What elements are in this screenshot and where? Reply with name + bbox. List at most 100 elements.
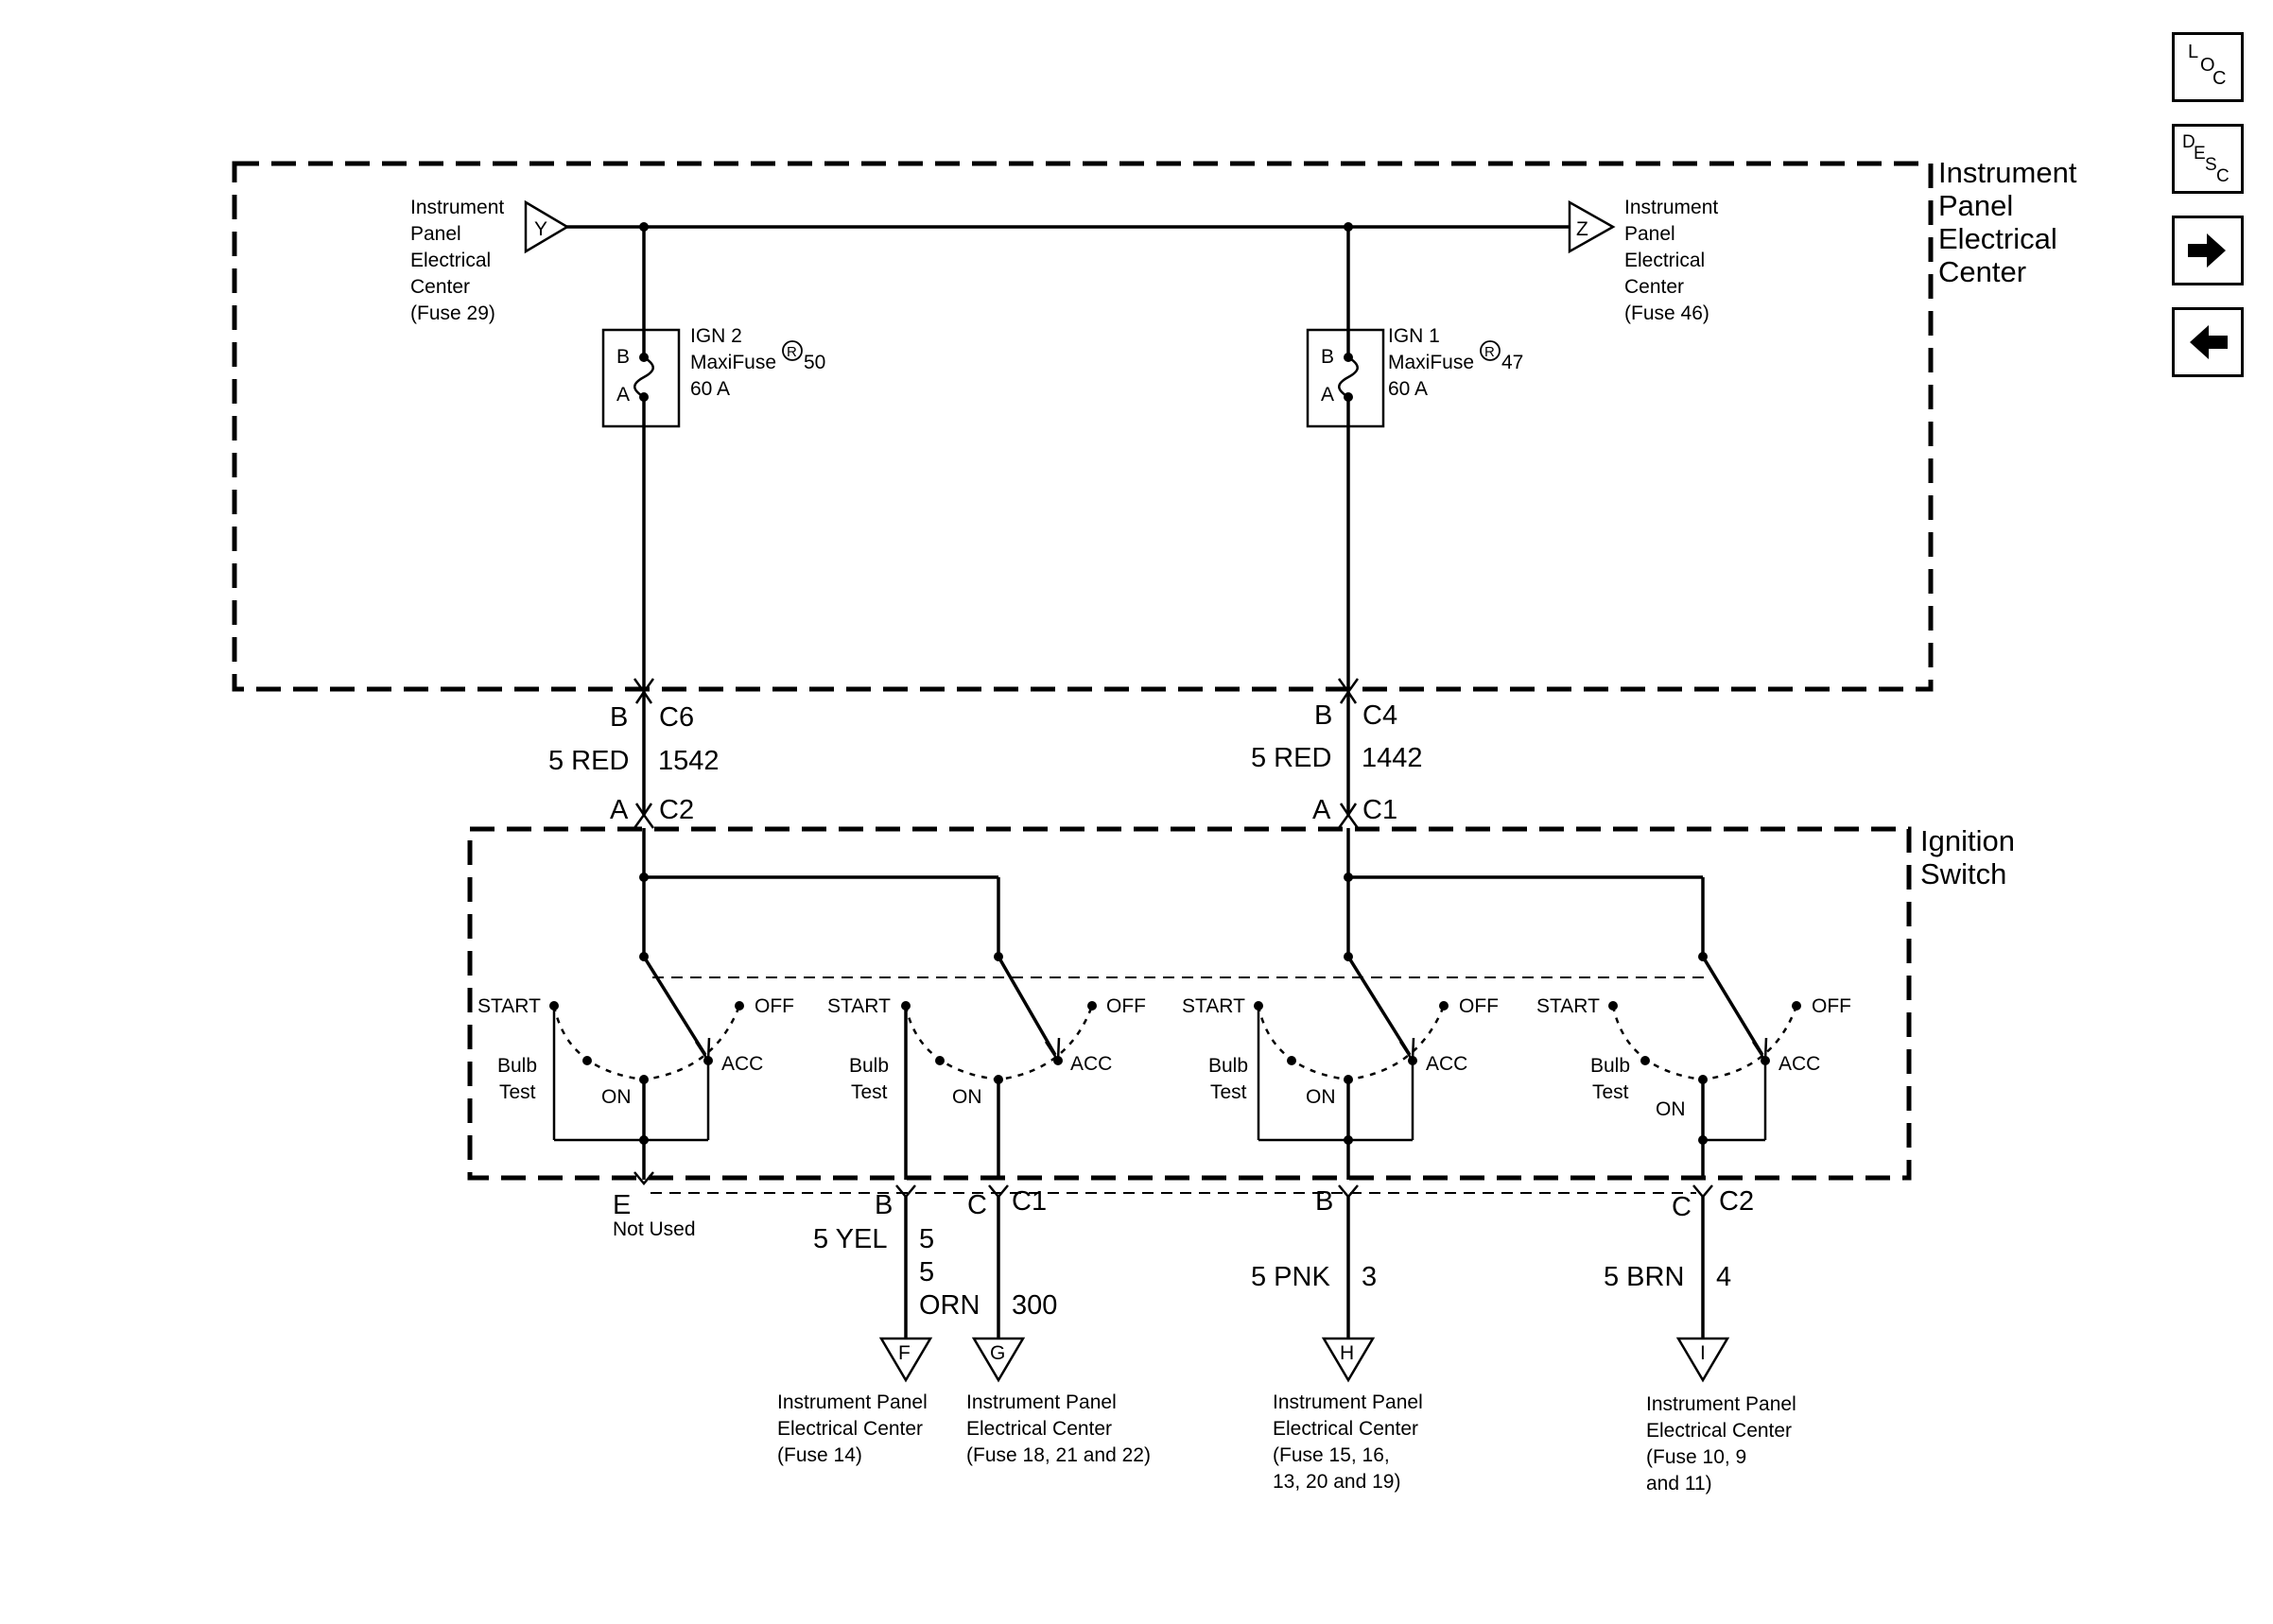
- svg-text:ACC: ACC: [1426, 1053, 1467, 1075]
- svg-text:60 A: 60 A: [690, 378, 730, 400]
- wire-color-label: ORN: [919, 1290, 980, 1321]
- svg-text:Bulb: Bulb: [849, 1055, 889, 1077]
- destination-f-marker: F: [878, 1337, 933, 1383]
- circuit-number: 4: [1716, 1262, 1731, 1292]
- splice-dot: [639, 872, 649, 882]
- svg-text:60 A: 60 A: [1388, 378, 1428, 400]
- svg-text:Instrument Panel: Instrument Panel: [1273, 1391, 1423, 1413]
- destination-g-marker: G: [971, 1337, 1026, 1383]
- svg-text:ACC: ACC: [1778, 1053, 1820, 1075]
- svg-text:50: 50: [804, 352, 825, 373]
- connector-c1: [988, 1184, 1009, 1199]
- connector-label: C6: [659, 702, 694, 733]
- desc-letter-s: S: [2205, 155, 2217, 175]
- destination-i-marker: I: [1675, 1337, 1730, 1383]
- connector-label: C4: [1362, 700, 1397, 731]
- svg-text:Panel: Panel: [1624, 223, 1675, 245]
- svg-text:Panel: Panel: [410, 223, 461, 245]
- fuse-ign2-label: IGN 2 MaxiFuse R 50 60 A: [690, 325, 825, 400]
- connector-label: C2: [1719, 1186, 1754, 1217]
- svg-text:ON: ON: [952, 1086, 982, 1108]
- source-y-label: Instrument Panel Electrical Center (Fuse…: [410, 197, 504, 324]
- svg-text:Instrument: Instrument: [410, 197, 504, 218]
- connector-c2-top: [633, 803, 655, 829]
- svg-text:Electrical Center: Electrical Center: [966, 1418, 1112, 1440]
- svg-text:MaxiFuse: MaxiFuse: [690, 352, 776, 373]
- svg-text:Instrument: Instrument: [1938, 156, 2077, 189]
- desc-button[interactable]: D E S C: [2172, 124, 2244, 194]
- svg-text:47: 47: [1501, 352, 1523, 373]
- svg-text:I: I: [1700, 1342, 1706, 1364]
- connector-c2: [1692, 1184, 1713, 1199]
- svg-text:START: START: [1182, 995, 1245, 1017]
- pin-label: B: [875, 1190, 893, 1220]
- svg-text:F: F: [898, 1342, 911, 1364]
- wire-color-label: 5 RED: [548, 746, 629, 776]
- circuit-number: 300: [1012, 1290, 1057, 1321]
- destination-i-label: Instrument Panel Electrical Center (Fuse…: [1646, 1393, 1796, 1494]
- svg-text:OFF: OFF: [1106, 995, 1146, 1017]
- svg-text:(Fuse 14): (Fuse 14): [777, 1444, 862, 1466]
- svg-text:Test: Test: [1592, 1081, 1629, 1103]
- svg-text:G: G: [990, 1342, 1005, 1364]
- svg-text:Instrument: Instrument: [1624, 197, 1718, 218]
- ipec-title: Instrument Panel Electrical Center: [1938, 156, 2077, 288]
- svg-text:Bulb: Bulb: [497, 1055, 537, 1077]
- svg-text:(Fuse 10, 9: (Fuse 10, 9: [1646, 1446, 1746, 1468]
- svg-text:Instrument Panel: Instrument Panel: [1646, 1393, 1796, 1415]
- svg-text:Test: Test: [851, 1081, 888, 1103]
- svg-text:OFF: OFF: [1459, 995, 1499, 1017]
- svg-text:Electrical: Electrical: [1938, 222, 2057, 255]
- wire-color-label: 5 BRN: [1604, 1262, 1684, 1292]
- destination-f-label: Instrument Panel Electrical Center (Fuse…: [777, 1391, 928, 1466]
- svg-text:Bulb: Bulb: [1590, 1055, 1630, 1077]
- fuse-pin-b: B: [616, 346, 630, 368]
- svg-text:Ignition: Ignition: [1920, 824, 2015, 857]
- svg-text:Electrical Center: Electrical Center: [1646, 1420, 1792, 1442]
- svg-text:IGN 1: IGN 1: [1388, 325, 1440, 347]
- fuse-ign1-label: IGN 1 MaxiFuse R 47 60 A: [1388, 325, 1523, 400]
- circuit-number: 1542: [658, 746, 720, 776]
- fuse-ign1: B A: [1306, 328, 1385, 428]
- pin-label: B: [1315, 1186, 1333, 1217]
- desc-letter-c: C: [2216, 166, 2230, 186]
- fuse-pin-a: A: [616, 384, 630, 406]
- svg-text:R: R: [1484, 344, 1495, 360]
- connector-label: C2: [659, 795, 694, 825]
- source-z-marker: Z: [1568, 199, 1616, 254]
- ignition-switch-boundary: [467, 826, 1912, 1181]
- svg-text:OFF: OFF: [755, 995, 794, 1017]
- fuse-pin-b: B: [1321, 346, 1334, 368]
- previous-page-button[interactable]: [2172, 307, 2244, 377]
- svg-text:R: R: [787, 344, 797, 360]
- svg-text:START: START: [827, 995, 891, 1017]
- fuse-pin-a: A: [1321, 384, 1334, 406]
- svg-text:START: START: [477, 995, 541, 1017]
- pin-label: C: [967, 1190, 987, 1220]
- left-arrow-icon: [2190, 325, 2228, 359]
- next-page-button[interactable]: [2172, 216, 2244, 285]
- svg-text:Instrument Panel: Instrument Panel: [777, 1391, 928, 1413]
- svg-text:Electrical Center: Electrical Center: [1273, 1418, 1418, 1440]
- connector-b1: [895, 1184, 916, 1199]
- svg-text:IGN 2: IGN 2: [690, 325, 742, 347]
- svg-text:13, 20 and 19): 13, 20 and 19): [1273, 1471, 1400, 1493]
- source-y-marker: Y: [524, 199, 570, 254]
- svg-text:Electrical Center: Electrical Center: [777, 1418, 923, 1440]
- svg-text:ACC: ACC: [721, 1053, 763, 1075]
- source-z-label: Instrument Panel Electrical Center (Fuse…: [1624, 197, 1718, 324]
- loc-letter-c: C: [2212, 68, 2226, 89]
- svg-text:(Fuse 46): (Fuse 46): [1624, 302, 1709, 324]
- ipec-boundary: [232, 161, 1934, 692]
- destination-h-label: Instrument Panel Electrical Center (Fuse…: [1273, 1391, 1423, 1493]
- not-used-label: Not Used: [613, 1218, 696, 1240]
- svg-text:ON: ON: [601, 1086, 632, 1108]
- svg-text:Y: Y: [534, 218, 547, 240]
- svg-text:Switch: Switch: [1920, 857, 2006, 890]
- loc-button[interactable]: L O C: [2172, 32, 2244, 102]
- svg-text:Test: Test: [499, 1081, 536, 1103]
- connector-c1-top: [1337, 803, 1360, 829]
- connector-b2: [1338, 1184, 1359, 1199]
- svg-text:H: H: [1340, 1342, 1354, 1364]
